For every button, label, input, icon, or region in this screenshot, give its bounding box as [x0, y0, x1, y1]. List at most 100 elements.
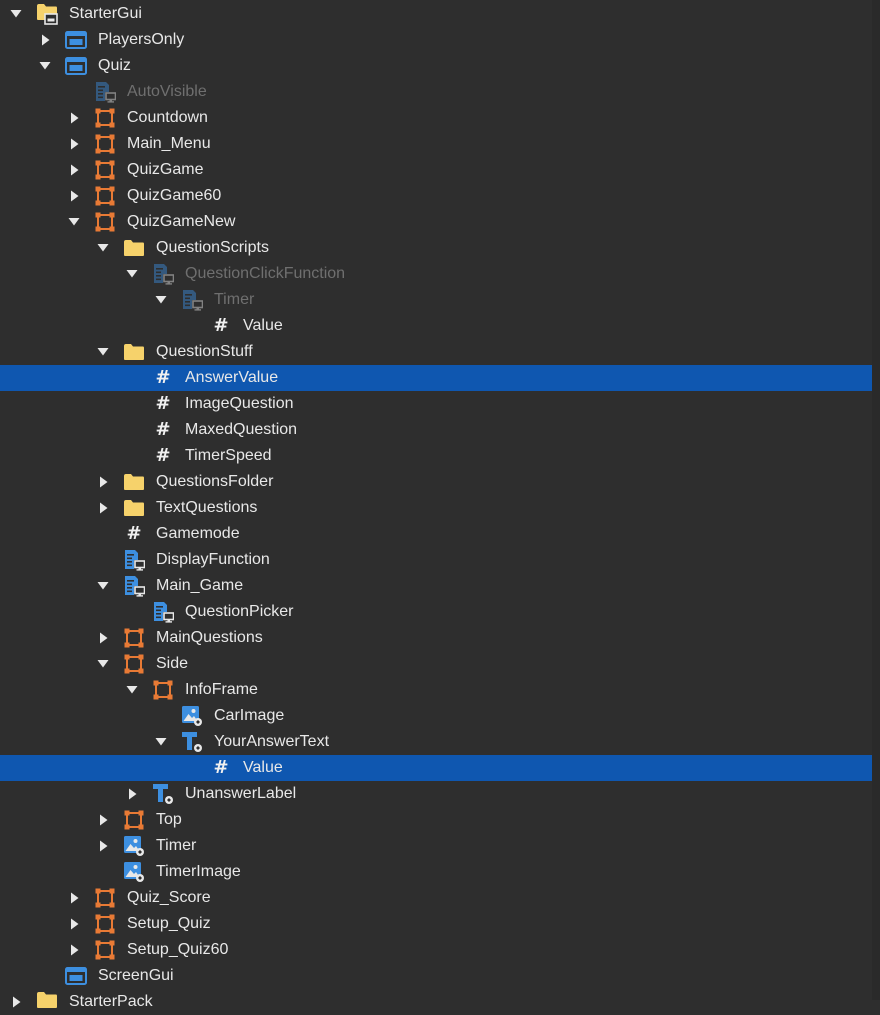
- expand-arrow-icon[interactable]: [68, 190, 80, 202]
- tree-row[interactable]: PlayersOnly: [0, 27, 872, 53]
- collapse-arrow-icon[interactable]: [39, 60, 51, 72]
- tree-row[interactable]: Main_Game: [0, 573, 872, 599]
- collapse-arrow-icon[interactable]: [10, 8, 22, 20]
- tree-row-label: Timer: [156, 837, 197, 854]
- tree-row-label: Quiz_Score: [127, 889, 211, 906]
- tree-row[interactable]: ScreenGui: [0, 963, 872, 989]
- collapse-arrow-icon[interactable]: [97, 658, 109, 670]
- collapse-arrow-icon[interactable]: [126, 684, 138, 696]
- frame-icon: [94, 107, 116, 129]
- tree-row[interactable]: TimerImage: [0, 859, 872, 885]
- tree-row[interactable]: Side: [0, 651, 872, 677]
- tree-row[interactable]: Main_Menu: [0, 131, 872, 157]
- tree-row[interactable]: Setup_Quiz60: [0, 937, 872, 963]
- frame-icon: [94, 211, 116, 233]
- tree-row[interactable]: Timer: [0, 287, 872, 313]
- tree-row-label: ImageQuestion: [185, 395, 294, 412]
- tree-row[interactable]: TextQuestions: [0, 495, 872, 521]
- tree-row[interactable]: Timer: [0, 833, 872, 859]
- expand-arrow-icon[interactable]: [68, 944, 80, 956]
- tree-row[interactable]: #Value: [0, 313, 872, 339]
- tree-row-label: StarterGui: [69, 5, 142, 22]
- collapse-arrow-icon[interactable]: [97, 242, 109, 254]
- tree-row-label: QuizGameNew: [127, 213, 236, 230]
- tree-row[interactable]: QuestionScripts: [0, 235, 872, 261]
- expand-arrow-icon[interactable]: [97, 840, 109, 852]
- imagelabel-icon: [181, 705, 203, 727]
- tree-row[interactable]: Setup_Quiz: [0, 911, 872, 937]
- tree-row-label: QuizGame60: [127, 187, 222, 204]
- expand-arrow-icon[interactable]: [97, 502, 109, 514]
- expand-arrow-icon[interactable]: [39, 34, 51, 46]
- tree-row[interactable]: QuizGameNew: [0, 209, 872, 235]
- tree-row[interactable]: MainQuestions: [0, 625, 872, 651]
- imagelabel-icon: [123, 835, 145, 857]
- localscript-icon: [123, 549, 145, 571]
- frame-icon: [123, 653, 145, 675]
- tree-row[interactable]: #ImageQuestion: [0, 391, 872, 417]
- expand-arrow-icon[interactable]: [10, 996, 22, 1008]
- frame-icon: [94, 133, 116, 155]
- expand-arrow-icon[interactable]: [126, 788, 138, 800]
- expand-arrow-icon[interactable]: [68, 918, 80, 930]
- tree-row[interactable]: Top: [0, 807, 872, 833]
- tree-row[interactable]: Countdown: [0, 105, 872, 131]
- expand-arrow-icon[interactable]: [97, 632, 109, 644]
- tree-row[interactable]: AutoVisible: [0, 79, 872, 105]
- tree-row[interactable]: QuestionsFolder: [0, 469, 872, 495]
- tree-row[interactable]: StarterPack: [0, 989, 872, 1015]
- tree-row[interactable]: #Gamemode: [0, 521, 872, 547]
- tree-row[interactable]: QuizGame: [0, 157, 872, 183]
- tree-row[interactable]: UnanswerLabel: [0, 781, 872, 807]
- collapse-arrow-icon[interactable]: [97, 580, 109, 592]
- expand-arrow-icon[interactable]: [68, 892, 80, 904]
- tree-row[interactable]: #Value: [0, 755, 872, 781]
- tree-row-label: Countdown: [127, 109, 208, 126]
- tree-row[interactable]: Quiz_Score: [0, 885, 872, 911]
- tree-row[interactable]: #TimerSpeed: [0, 443, 872, 469]
- collapse-arrow-icon[interactable]: [155, 736, 167, 748]
- tree-row[interactable]: StarterGui: [0, 1, 872, 27]
- tree-row-label: QuestionStuff: [156, 343, 253, 360]
- tree-row[interactable]: #AnswerValue: [0, 365, 872, 391]
- expand-arrow-icon[interactable]: [97, 476, 109, 488]
- collapse-arrow-icon[interactable]: [126, 268, 138, 280]
- frame-icon: [123, 627, 145, 649]
- tree-row-label: AnswerValue: [185, 369, 279, 386]
- collapse-arrow-icon[interactable]: [97, 346, 109, 358]
- tree-row-label: YourAnswerText: [214, 733, 330, 750]
- collapse-arrow-icon[interactable]: [68, 216, 80, 228]
- tree-row[interactable]: #MaxedQuestion: [0, 417, 872, 443]
- screengui-icon: [65, 965, 87, 987]
- tree-row-label: TimerImage: [156, 863, 241, 880]
- tree-row[interactable]: YourAnswerText: [0, 729, 872, 755]
- tree-row-label: Setup_Quiz: [127, 915, 211, 932]
- tree-row-label: QuestionPicker: [185, 603, 294, 620]
- tree-row-label: Quiz: [98, 57, 131, 74]
- expand-arrow-icon[interactable]: [68, 138, 80, 150]
- tree-row[interactable]: QuestionClickFunction: [0, 261, 872, 287]
- tree-row[interactable]: QuestionPicker: [0, 599, 872, 625]
- tree-row-label: AutoVisible: [127, 83, 207, 100]
- tree-row[interactable]: QuizGame60: [0, 183, 872, 209]
- tree-row-label: Top: [156, 811, 182, 828]
- tree-row[interactable]: InfoFrame: [0, 677, 872, 703]
- scrollbar-track[interactable]: [872, 0, 880, 1000]
- number-value-icon: #: [155, 419, 171, 440]
- tree-row[interactable]: QuestionStuff: [0, 339, 872, 365]
- tree-row[interactable]: DisplayFunction: [0, 547, 872, 573]
- expand-arrow-icon[interactable]: [97, 814, 109, 826]
- tree-row[interactable]: Quiz: [0, 53, 872, 79]
- collapse-arrow-icon[interactable]: [155, 294, 167, 306]
- tree-row-label: Main_Menu: [127, 135, 211, 152]
- expand-arrow-icon[interactable]: [68, 112, 80, 124]
- folder-icon: [123, 237, 145, 259]
- folder-icon: [123, 471, 145, 493]
- textlabel-icon: [152, 783, 174, 805]
- localscript-icon: [152, 601, 174, 623]
- tree-row-label: QuestionScripts: [156, 239, 269, 256]
- tree-row[interactable]: CarImage: [0, 703, 872, 729]
- tree-row-label: InfoFrame: [185, 681, 258, 698]
- expand-arrow-icon[interactable]: [68, 164, 80, 176]
